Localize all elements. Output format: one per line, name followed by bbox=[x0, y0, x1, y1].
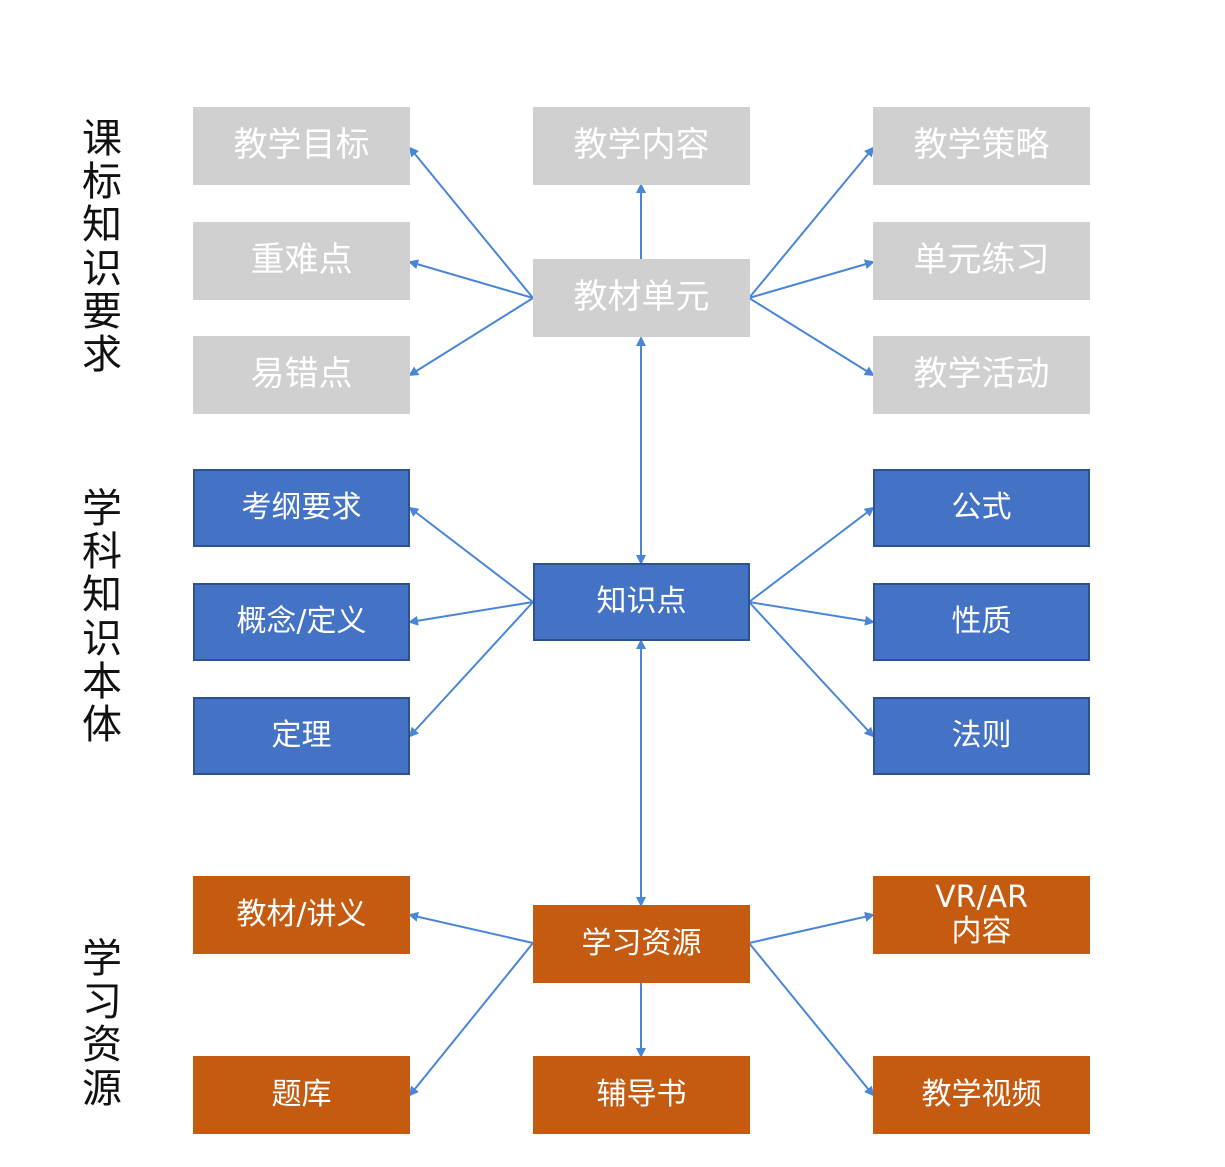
side-label-resources: 学习资源 bbox=[82, 936, 122, 1112]
node-vr-ar-line1: VR/AR bbox=[935, 879, 1028, 915]
edge-res-to-video bbox=[748, 942, 875, 1097]
node-learning-resources: 学习资源 bbox=[533, 905, 750, 983]
edge-kp-to-formula bbox=[748, 506, 875, 603]
node-teaching-strategy-label: 教学策略 bbox=[913, 125, 1050, 166]
node-teaching-goal-label: 教学目标 bbox=[233, 125, 370, 166]
edge-kp-to-theorem bbox=[408, 601, 534, 738]
node-rule-label: 法则 bbox=[951, 717, 1012, 753]
node-formula-label: 公式 bbox=[951, 489, 1012, 525]
node-unit-practice-label: 单元练习 bbox=[913, 240, 1050, 281]
node-knowledge-point: 知识点 bbox=[533, 563, 750, 641]
node-learning-resources-label: 学习资源 bbox=[581, 925, 702, 961]
node-formula: 公式 bbox=[873, 469, 1090, 547]
node-textbook-notes-label: 教材/讲义 bbox=[236, 896, 367, 932]
node-teaching-strategy: 教学策略 bbox=[873, 107, 1090, 185]
edge-unit-to-goal bbox=[408, 146, 534, 299]
node-textbook-notes: 教材/讲义 bbox=[193, 876, 410, 954]
edge-kp-to-rule bbox=[748, 601, 875, 738]
edge-unit-to-keydiff bbox=[408, 259, 534, 299]
edge-res-to-notes bbox=[408, 911, 534, 944]
side-label-subject: 学科知识本体 bbox=[82, 486, 122, 748]
node-key-difficult: 重难点 bbox=[193, 222, 410, 300]
node-concept: 概念/定义 bbox=[193, 583, 410, 661]
node-teaching-content-label: 教学内容 bbox=[573, 125, 710, 166]
node-property: 性质 bbox=[873, 583, 1090, 661]
node-theorem-label: 定理 bbox=[271, 717, 332, 753]
node-rule: 法则 bbox=[873, 697, 1090, 775]
node-teaching-video: 教学视频 bbox=[873, 1056, 1090, 1134]
node-teaching-activity: 教学活动 bbox=[873, 336, 1090, 414]
node-exam-requirement-label: 考纲要求 bbox=[241, 489, 362, 525]
edge-kp-to-concept bbox=[408, 601, 534, 626]
node-error-prone-label: 易错点 bbox=[250, 354, 353, 395]
node-textbook-unit-label: 教材单元 bbox=[573, 277, 710, 318]
node-teaching-goal: 教学目标 bbox=[193, 107, 410, 185]
node-textbook-unit: 教材单元 bbox=[533, 259, 750, 337]
node-unit-practice: 单元练习 bbox=[873, 222, 1090, 300]
edge-unit-to-strategy bbox=[748, 146, 875, 299]
node-key-difficult-label: 重难点 bbox=[250, 240, 353, 281]
node-teaching-activity-label: 教学活动 bbox=[913, 354, 1050, 395]
node-vr-ar-content: VR/AR 内容 bbox=[873, 876, 1090, 954]
node-concept-label: 概念/定义 bbox=[236, 603, 367, 639]
edge-unit-to-activity bbox=[748, 297, 875, 377]
node-question-bank: 题库 bbox=[193, 1056, 410, 1134]
node-tutorial-book-label: 辅导书 bbox=[596, 1076, 687, 1112]
edge-kp-to-exam bbox=[408, 506, 534, 603]
edge-res-to-bank bbox=[408, 942, 534, 1097]
node-vr-ar-line2: 内容 bbox=[951, 914, 1012, 949]
node-knowledge-point-label: 知识点 bbox=[596, 583, 687, 619]
node-teaching-video-label: 教学视频 bbox=[921, 1076, 1042, 1112]
edge-res-to-vrar bbox=[748, 911, 875, 944]
side-label-curriculum: 课标知识要求 bbox=[82, 116, 122, 378]
node-teaching-content: 教学内容 bbox=[533, 107, 750, 185]
node-theorem: 定理 bbox=[193, 697, 410, 775]
node-error-prone: 易错点 bbox=[193, 336, 410, 414]
edge-kp-to-property bbox=[748, 601, 875, 626]
node-question-bank-label: 题库 bbox=[271, 1076, 332, 1112]
node-tutorial-book: 辅导书 bbox=[533, 1056, 750, 1134]
node-exam-requirement: 考纲要求 bbox=[193, 469, 410, 547]
edge-unit-to-practice bbox=[748, 259, 875, 299]
node-property-label: 性质 bbox=[951, 603, 1012, 639]
edge-unit-to-error bbox=[408, 297, 534, 377]
